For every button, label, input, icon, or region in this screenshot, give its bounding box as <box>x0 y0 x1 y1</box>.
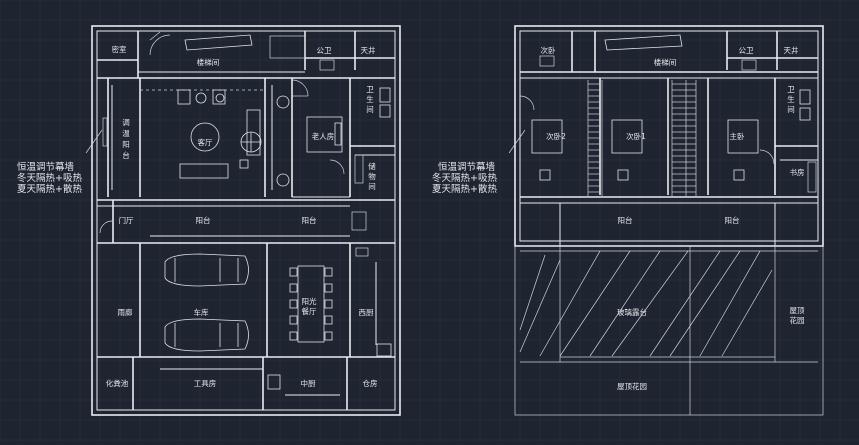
label-storage-1: 储 <box>368 161 376 171</box>
label-balcony-upper-right: 阳台 <box>725 215 740 225</box>
note-line-2: 冬天隔热+吸热 <box>17 172 82 184</box>
label-light-well-ground: 天井 <box>361 45 376 55</box>
label-sunroom-char-2: 温 <box>122 129 130 138</box>
ground-outer-wall <box>91 25 401 416</box>
label-entry-hall: 门厅 <box>119 216 134 225</box>
upper-floor-labels: 次卧 楼梯间 公卫 天井 次卧2 次卧1 主卧 卫 生 间 书房 阳台 阳台 玻… <box>541 45 805 391</box>
label-toilet-ground: 公卫 <box>317 46 332 55</box>
label-roof-garden-side-2: 花园 <box>790 315 805 325</box>
label-sunroom-char-1: 调 <box>122 118 130 127</box>
label-study: 书房 <box>790 167 805 177</box>
label-storage-3: 间 <box>368 182 376 191</box>
label-sunroom-char-4: 台 <box>122 150 130 160</box>
label-roof-garden-side-1: 屋顶 <box>790 306 805 315</box>
label-second-bedroom: 次卧 <box>541 45 556 55</box>
label-western-kitchen: 西厨 <box>359 308 374 317</box>
label-glass-terrace: 玻璃露台 <box>617 307 647 317</box>
note-upper-line-1: 恒温调节幕墙 <box>438 161 496 173</box>
upper-floor-plan <box>514 25 824 416</box>
note-upper-line-2: 冬天隔热+吸热 <box>432 172 497 184</box>
label-bath-ground-2: 生 <box>366 94 374 104</box>
label-bedroom-1: 次卧1 <box>626 131 646 141</box>
label-balcony-ground-left: 阳台 <box>196 215 211 225</box>
label-light-well-upper: 天井 <box>784 45 799 55</box>
label-sun-dining-1: 阳光 <box>302 296 317 306</box>
label-elder-room: 老人房 <box>312 131 335 141</box>
label-secret-room: 密室 <box>112 44 127 54</box>
curtain-wall-note: 恒温调节幕墙 冬天隔热+吸热 夏天隔热+散热 <box>17 129 103 195</box>
label-stair-ground: 楼梯间 <box>197 57 220 67</box>
label-bath-ground-3: 间 <box>366 105 374 114</box>
note-upper-line-3: 夏天隔热+散热 <box>432 183 497 195</box>
label-septic-tank: 化粪池 <box>106 378 129 388</box>
note-line-1: 恒温调节幕墙 <box>17 161 75 173</box>
label-master-bedroom: 主卧 <box>730 131 745 141</box>
note-line-3: 夏天隔热+散热 <box>17 183 82 195</box>
label-living-room: 客厅 <box>198 137 213 147</box>
label-sunroom-char-3: 阳 <box>122 140 130 149</box>
label-bath-upper-3: 间 <box>787 105 795 114</box>
label-storage-2: 物 <box>368 171 376 181</box>
label-bath-ground-1: 卫 <box>366 85 374 94</box>
label-toilet-upper: 公卫 <box>739 46 754 55</box>
label-balcony-upper-left: 阳台 <box>618 215 633 225</box>
label-rain-gallery: 雨廊 <box>118 307 133 317</box>
label-chinese-kitchen: 中厨 <box>301 378 316 388</box>
label-tool-room: 工具房 <box>194 378 217 388</box>
ground-floor-labels: 密室 楼梯间 公卫 天井 调 温 阳 台 客厅 老人房 卫 生 间 储 物 间 … <box>106 44 378 388</box>
label-bath-upper-1: 卫 <box>787 85 795 94</box>
ground-floor-plan <box>91 25 401 416</box>
label-stair-upper: 楼梯间 <box>654 57 677 67</box>
label-garage: 车库 <box>194 307 209 317</box>
label-balcony-ground-right: 阳台 <box>302 215 317 225</box>
label-bedroom-2: 次卧2 <box>546 131 566 141</box>
ground-inner-wall <box>96 30 396 411</box>
curtain-wall-note-upper: 恒温调节幕墙 冬天隔热+吸热 夏天隔热+散热 <box>432 129 526 195</box>
label-warehouse: 仓房 <box>363 378 378 388</box>
label-bath-upper-2: 生 <box>787 94 795 104</box>
label-roof-garden: 屋顶花园 <box>617 381 647 391</box>
label-sun-dining-2: 餐厅 <box>302 307 317 316</box>
